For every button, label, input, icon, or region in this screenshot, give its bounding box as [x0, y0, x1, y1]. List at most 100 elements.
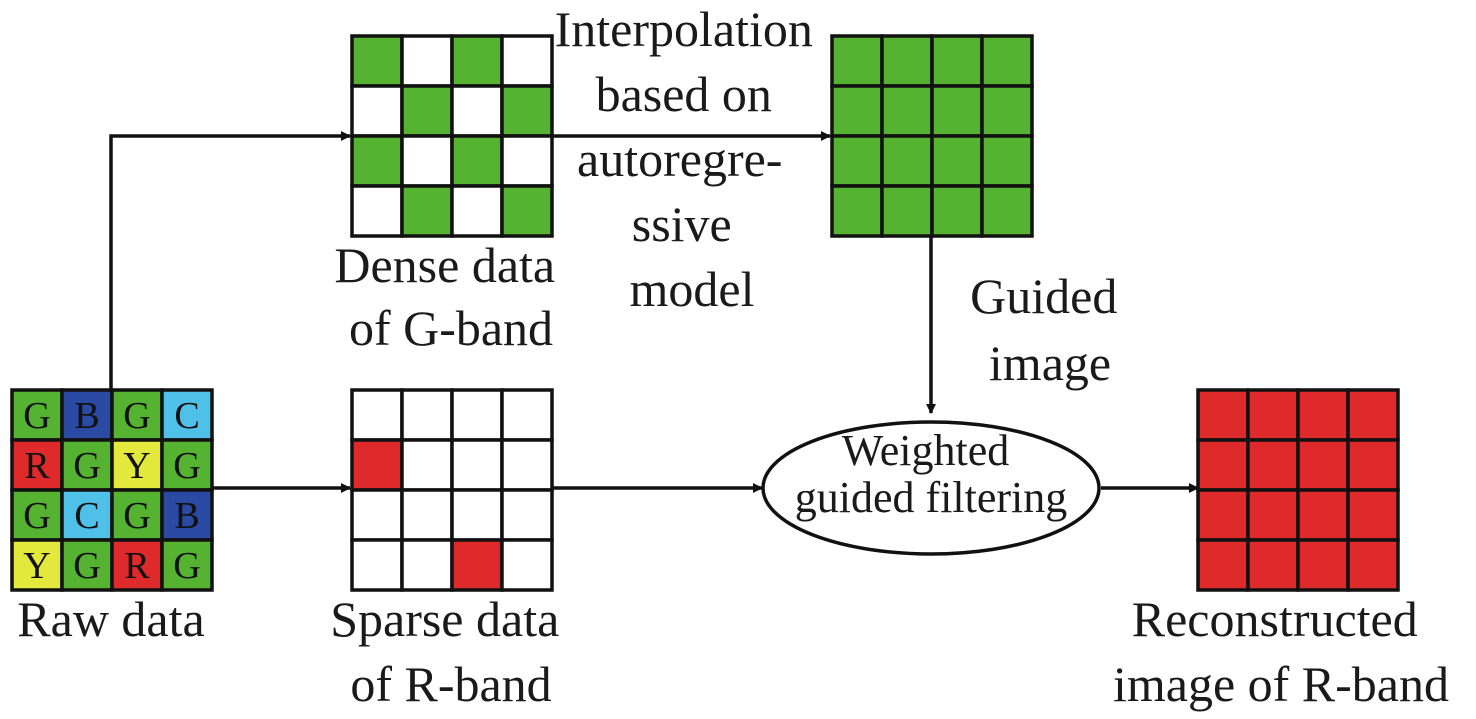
- raw-data-cell: [60, 488, 114, 542]
- dense-g-cell: [500, 184, 554, 238]
- reconstructed-r-cell: [1346, 488, 1400, 542]
- dense-g-band-grid: [350, 34, 554, 238]
- interpolated-g-cell: [880, 184, 934, 238]
- sparse-r-cell: [450, 488, 504, 542]
- interpolated-g-cell: [980, 184, 1034, 238]
- raw-data-cell-label: Y: [123, 445, 150, 487]
- interpolated-g-band-grid: [830, 34, 1034, 238]
- raw-data-label: Raw data: [17, 591, 204, 647]
- interpolated-g-cell: [980, 134, 1034, 188]
- sparse-r-cell: [500, 388, 554, 442]
- raw-data-cell: [160, 388, 214, 442]
- dense-g-band-label: Dense data of G-band: [334, 237, 567, 356]
- interpolated-g-cell: [980, 34, 1034, 88]
- interpolated-g-cell: [880, 84, 934, 138]
- raw-data-cell-label: R: [124, 545, 150, 587]
- reconstructed-r-cell: [1296, 388, 1350, 442]
- interpolated-g-cell: [830, 184, 884, 238]
- raw-data-cell-label: Y: [23, 545, 50, 587]
- interpolation-label: Interpolation based on autoregre- ssive …: [555, 1, 826, 317]
- raw-data-cell-label: B: [74, 395, 99, 437]
- sparse-r-band-label: Sparse data of R-band: [330, 591, 572, 712]
- dense-g-cell: [450, 34, 504, 88]
- dense-g-cell: [500, 134, 554, 188]
- sparse-r-band-grid: [350, 388, 554, 592]
- raw-data-cell-label: B: [174, 495, 199, 537]
- raw-data-cell-label: G: [173, 545, 200, 587]
- raw-data-cell-label: G: [23, 495, 50, 537]
- sparse-r-cell: [400, 538, 454, 592]
- reconstructed-r-band-grid: [1196, 388, 1400, 592]
- raw-data-cell-label: G: [23, 395, 50, 437]
- raw-data-cell-label: G: [123, 395, 150, 437]
- reconstructed-r-cell: [1346, 538, 1400, 592]
- dense-g-cell: [400, 34, 454, 88]
- raw-data-cell-label: G: [123, 495, 150, 537]
- raw-data-cell-label: G: [73, 445, 100, 487]
- weighted-guided-filtering-node: [761, 420, 1101, 556]
- sparse-r-cell: [350, 488, 404, 542]
- filter-label: Weighted guided filtering: [795, 426, 1068, 522]
- arrow-raw-to-dense: [109, 131, 351, 390]
- guided-image-label: Guided image: [970, 268, 1130, 391]
- interpolated-g-cell: [830, 34, 884, 88]
- reconstructed-r-band-label: Reconstructed image of R-band: [1113, 591, 1449, 712]
- reconstructed-r-cell: [1346, 388, 1400, 442]
- interpolated-g-cell: [830, 84, 884, 138]
- dense-g-cell: [450, 184, 504, 238]
- reconstructed-r-cell: [1296, 488, 1350, 542]
- sparse-r-cell: [450, 538, 504, 592]
- sparse-r-cell: [350, 388, 404, 442]
- reconstructed-r-cell: [1246, 488, 1300, 542]
- raw-data-cell: [160, 538, 214, 592]
- raw-data-cell-label: C: [74, 495, 99, 537]
- dense-g-cell: [500, 84, 554, 138]
- sparse-r-cell: [450, 388, 504, 442]
- reconstructed-r-cell: [1346, 438, 1400, 492]
- interpolated-g-cell: [930, 84, 984, 138]
- reconstructed-r-cell: [1246, 438, 1300, 492]
- interpolated-g-cell: [930, 184, 984, 238]
- reconstructed-r-cell: [1296, 538, 1350, 592]
- raw-data-cell: [160, 438, 214, 492]
- dense-g-cell: [450, 134, 504, 188]
- reconstructed-r-cell: [1196, 538, 1250, 592]
- dense-g-cell: [450, 84, 504, 138]
- interpolated-g-cell: [830, 134, 884, 188]
- sparse-r-cell: [400, 488, 454, 542]
- interpolated-g-cell: [980, 84, 1034, 138]
- raw-data-cell-label: C: [174, 395, 199, 437]
- sparse-r-cell: [400, 388, 454, 442]
- interpolated-g-cell: [930, 134, 984, 188]
- reconstructed-r-cell: [1246, 388, 1300, 442]
- dense-g-cell: [400, 84, 454, 138]
- reconstructed-r-cell: [1296, 438, 1350, 492]
- arrows: [109, 131, 1199, 493]
- sparse-r-cell: [500, 538, 554, 592]
- reconstructed-r-cell: [1196, 388, 1250, 442]
- interpolated-g-cell: [880, 34, 934, 88]
- dense-g-cell: [350, 134, 404, 188]
- reconstructed-r-cell: [1246, 538, 1300, 592]
- sparse-r-cell: [500, 438, 554, 492]
- raw-data-cell-label: G: [173, 445, 200, 487]
- reconstructed-r-cell: [1196, 488, 1250, 542]
- dense-g-cell: [400, 184, 454, 238]
- dense-g-cell: [500, 34, 554, 88]
- dense-g-cell: [400, 134, 454, 188]
- sparse-r-cell: [350, 438, 404, 492]
- raw-data-cell-label: R: [24, 445, 50, 487]
- interpolated-g-cell: [930, 34, 984, 88]
- reconstructed-r-cell: [1196, 438, 1250, 492]
- sparse-r-cell: [400, 438, 454, 492]
- raw-data-cell-label: G: [73, 545, 100, 587]
- sparse-r-cell: [500, 488, 554, 542]
- interpolated-g-cell: [880, 134, 934, 188]
- dense-g-cell: [350, 184, 404, 238]
- dense-g-cell: [350, 34, 404, 88]
- dense-g-cell: [350, 84, 404, 138]
- sparse-r-cell: [450, 438, 504, 492]
- sparse-r-cell: [350, 538, 404, 592]
